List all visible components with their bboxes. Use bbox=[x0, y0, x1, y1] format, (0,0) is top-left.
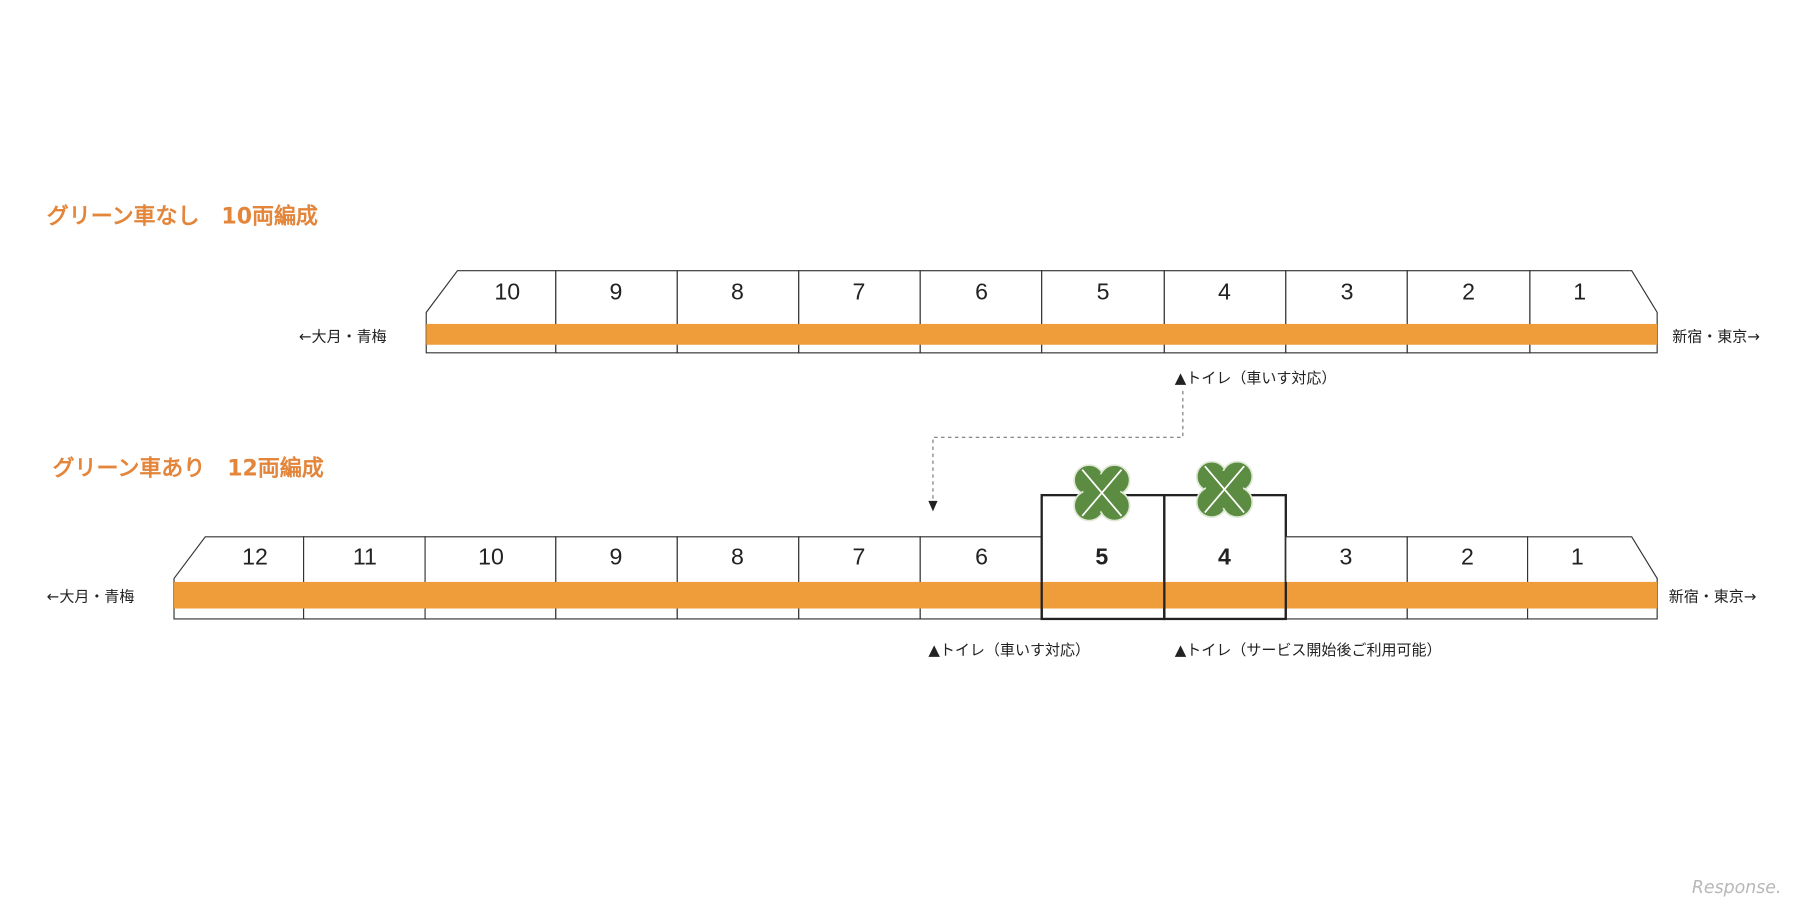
car-number: 4 bbox=[1218, 279, 1231, 305]
right-direction-label: 新宿・東京→ bbox=[1669, 588, 1757, 606]
car-number: 7 bbox=[852, 279, 865, 305]
train-10-numbers: 10 9 8 7 6 5 4 3 2 1 bbox=[494, 279, 1586, 305]
formation-12-title: グリーン車あり 12両編成 bbox=[53, 455, 324, 481]
car-number: 5 bbox=[1095, 544, 1108, 570]
car-number: 10 bbox=[494, 279, 520, 305]
orange-stripe bbox=[174, 581, 1658, 609]
toilet-note: ▲トイレ（車いす対応） bbox=[1175, 369, 1337, 387]
green-car-clover-icon bbox=[1195, 460, 1254, 518]
car-number: 11 bbox=[353, 544, 377, 570]
orange-stripe bbox=[426, 323, 1658, 345]
car-number: 3 bbox=[1340, 544, 1353, 570]
car-number: 5 bbox=[1097, 279, 1110, 305]
toilet-note: ▲トイレ（車いす対応） bbox=[928, 641, 1090, 659]
car-number: 8 bbox=[731, 279, 744, 305]
car-number: 1 bbox=[1573, 279, 1586, 305]
car-number: 10 bbox=[478, 544, 504, 570]
response-logo: Response. bbox=[1692, 878, 1782, 898]
toilet-note: ▲トイレ（サービス開始後ご利用可能） bbox=[1175, 641, 1442, 659]
car-number: 8 bbox=[731, 544, 744, 570]
car-number: 1 bbox=[1571, 544, 1584, 570]
car-number: 4 bbox=[1218, 544, 1231, 570]
car-number: 9 bbox=[610, 544, 623, 570]
train-12-numbers: 12 11 10 9 8 7 6 5 4 3 2 1 bbox=[242, 544, 1584, 570]
train-10-cars bbox=[425, 270, 1658, 354]
train-12-cars bbox=[173, 493, 1658, 621]
green-car-clover-icon bbox=[1073, 464, 1131, 522]
right-direction-label: 新宿・東京→ bbox=[1672, 327, 1760, 345]
car-number: 7 bbox=[852, 544, 865, 570]
left-direction-label: ←大月・青梅 bbox=[47, 588, 135, 606]
car-number: 2 bbox=[1462, 279, 1475, 305]
arrow-down-icon bbox=[928, 500, 938, 512]
dashed-connector bbox=[932, 391, 1184, 500]
car-number: 12 bbox=[242, 544, 268, 570]
car-number: 3 bbox=[1341, 279, 1354, 305]
left-direction-label: ←大月・青梅 bbox=[299, 327, 387, 345]
car-number: 6 bbox=[975, 279, 988, 305]
formation-10-title: グリーン車なし 10両編成 bbox=[47, 203, 318, 229]
car-number: 9 bbox=[610, 279, 623, 305]
car-number: 6 bbox=[975, 544, 988, 570]
car-number: 2 bbox=[1461, 544, 1474, 570]
